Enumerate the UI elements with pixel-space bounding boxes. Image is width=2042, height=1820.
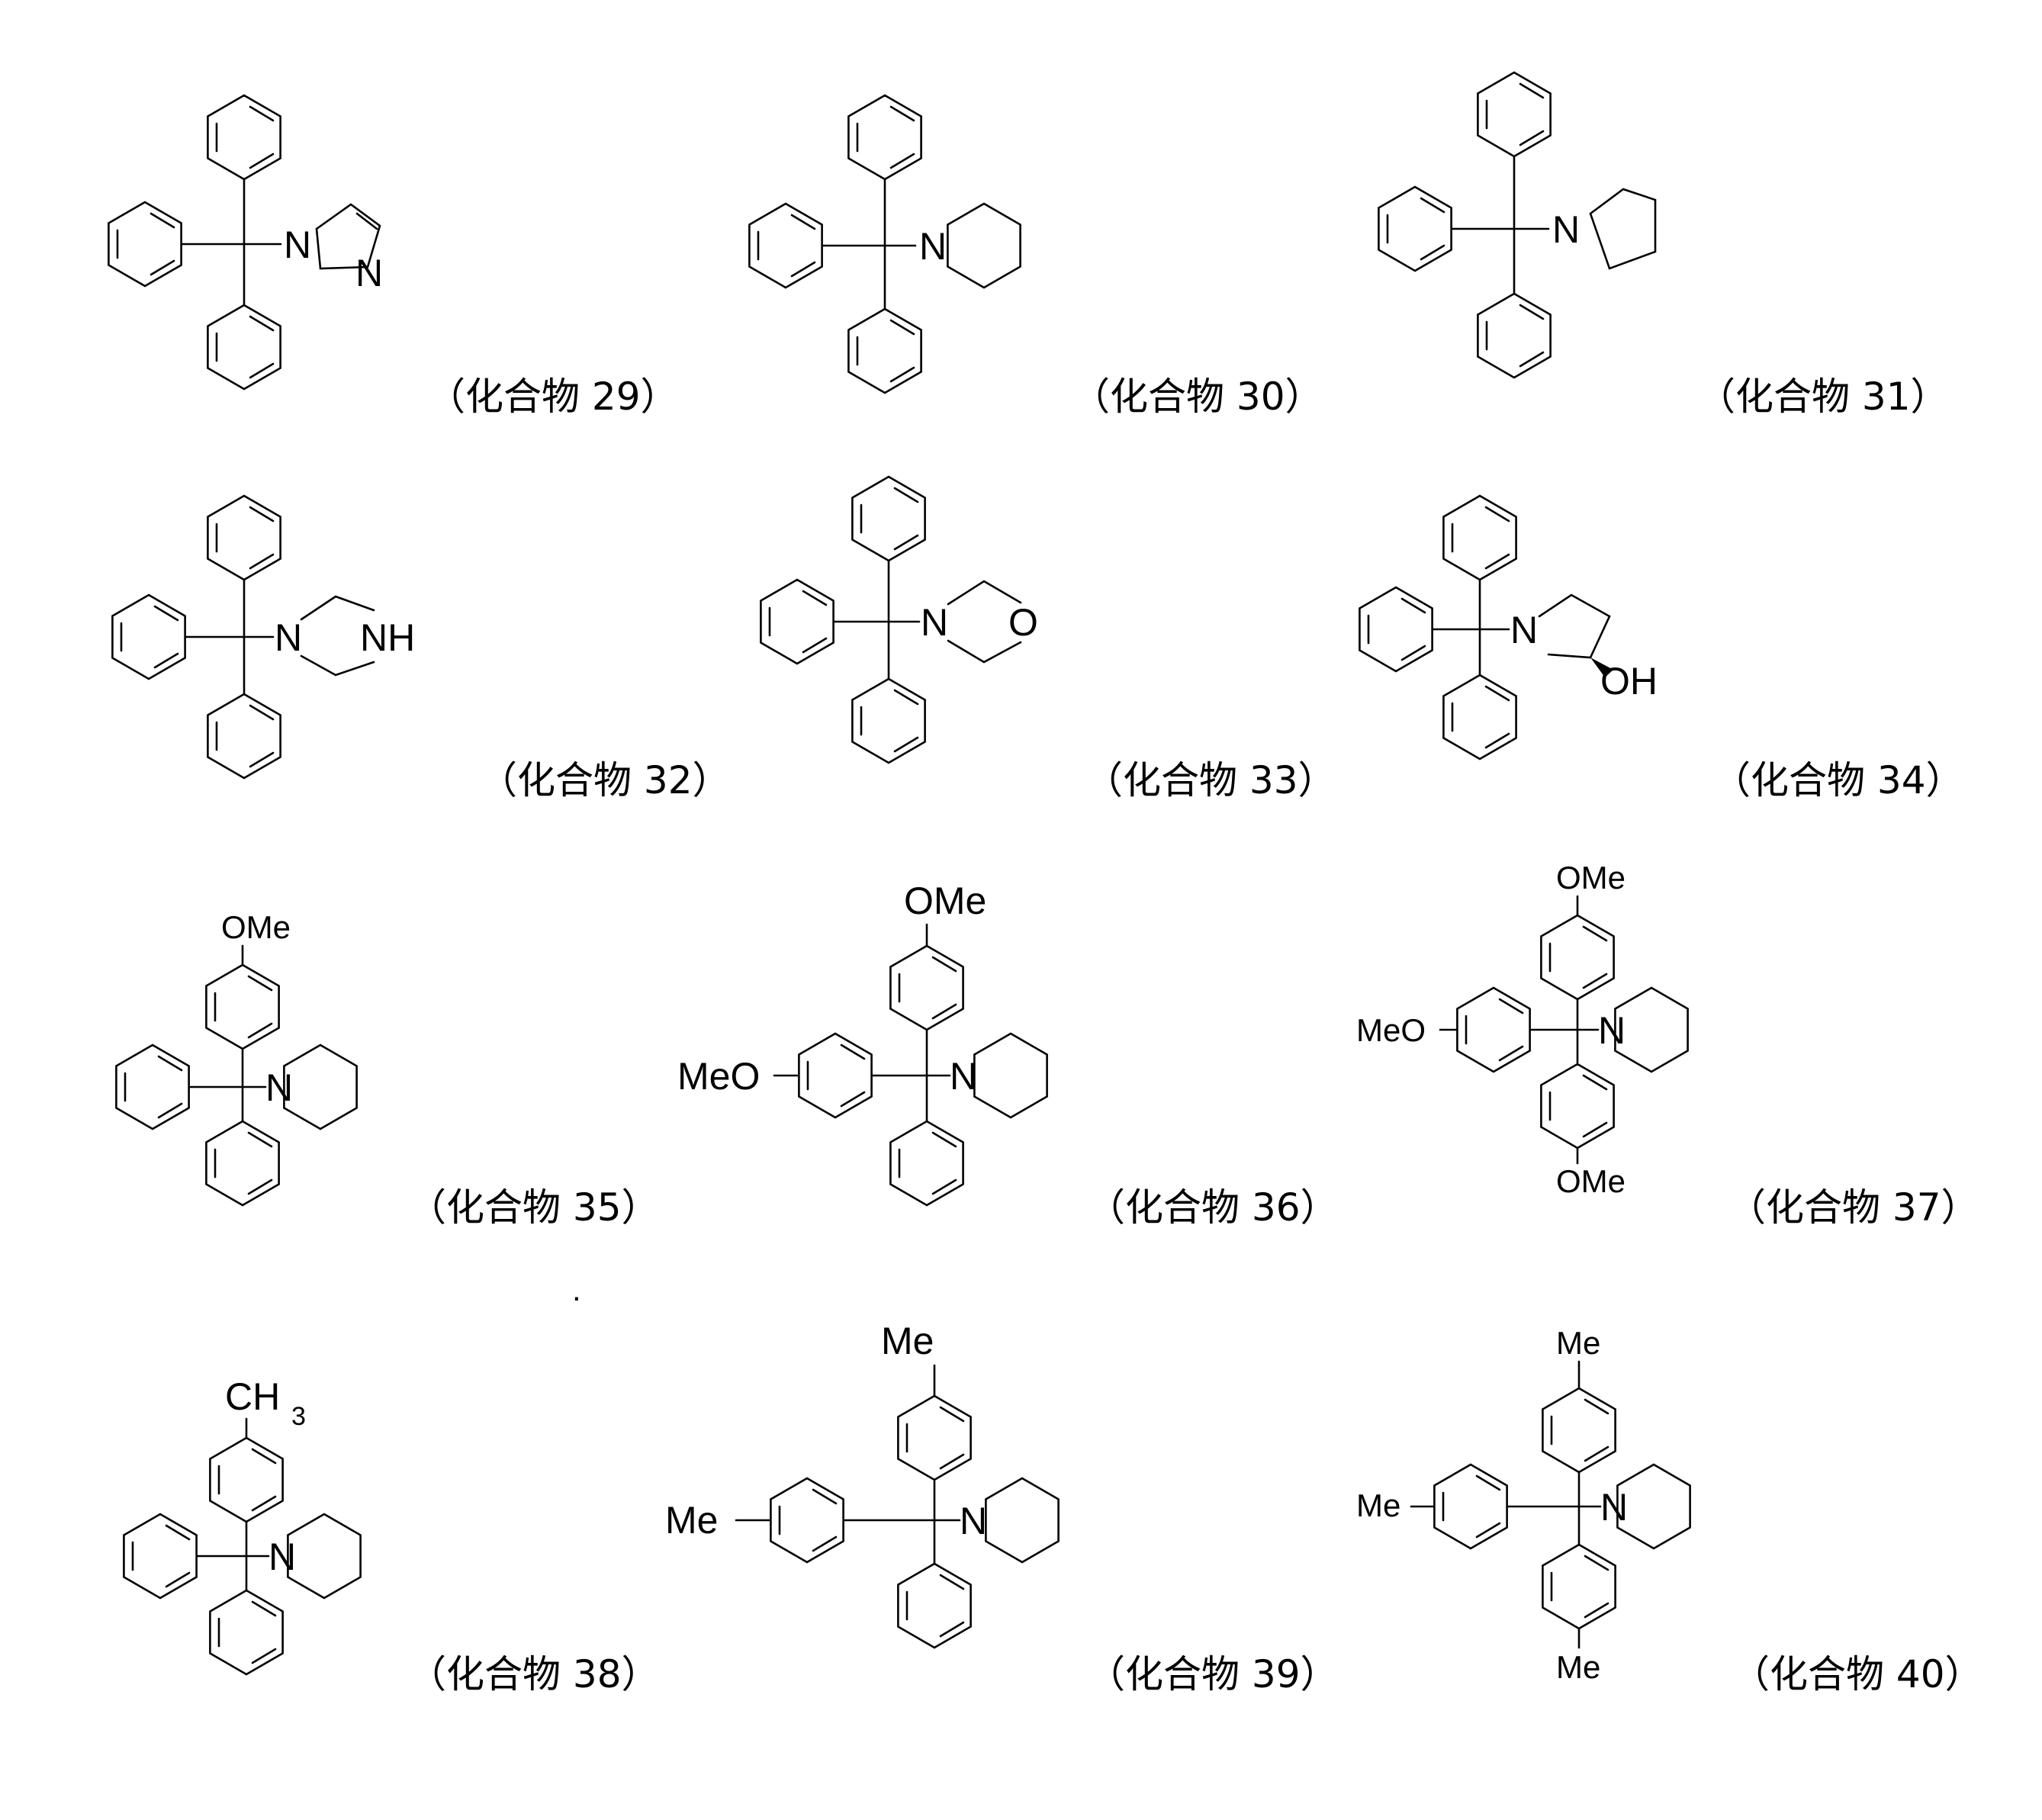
atom-n: N [919,225,947,268]
substituent-left: Me [1356,1487,1400,1523]
substituent-left: MeO [677,1055,760,1098]
atom-n: N [275,616,302,659]
compound-33: N O [761,477,1038,763]
caption-40: （化合物 40） [1732,1652,1983,1696]
compound-38: CH 3 N [124,1375,360,1674]
compound-35: OMe N [116,909,356,1205]
substituent-ch: CH [225,1375,280,1418]
substituent-top: Me [881,1320,934,1362]
atom-n: N [1552,208,1580,251]
compound-40: Me Me Me N [1356,1325,1690,1685]
caption-38: （化合物 38） [408,1652,660,1696]
atom-n: N [1598,1009,1626,1052]
atom-n: N [950,1055,977,1098]
caption-36: （化合物 36） [1087,1185,1339,1230]
substituent-subscript: 3 [291,1402,306,1431]
caption-39: （化合物 39） [1087,1652,1339,1696]
substituent-top: Me [1556,1325,1600,1361]
atom-n: N [265,1066,293,1109]
atom-n: N [269,1535,296,1578]
compound-29: N N [108,95,383,389]
atom-n: N [921,601,948,644]
compound-37: OMe MeO OMe N [1356,860,1688,1199]
stray-dot: . [572,1272,581,1307]
compound-31: N [1378,72,1655,378]
atom-n: N [960,1500,987,1542]
caption-34: （化合物 34） [1712,758,1964,802]
substituent-top: OMe [221,909,291,945]
caption-33: （化合物 33） [1085,758,1336,802]
substituent-top: OMe [1556,860,1626,896]
atom-n2: N [355,252,383,294]
caption-37: （化合物 37） [1728,1185,1979,1230]
substituent-left: MeO [1356,1012,1426,1048]
caption-32: （化合物 32） [479,758,731,802]
atom-nh: NH [360,616,415,659]
compound-30: N [749,95,1020,393]
caption-31: （化合物 31） [1697,375,1949,419]
compound-34: N OH [1359,496,1658,759]
caption-35: （化合物 35） [408,1185,660,1230]
atom-n: N [284,223,311,266]
atom-oh: OH [1600,660,1658,703]
atom-n: N [1510,609,1538,651]
substituent-left: Me [665,1499,718,1542]
caption-30: （化合物 30） [1072,375,1323,419]
atom-o: O [1008,601,1038,644]
caption-29: （化合物 29） [427,375,679,419]
substituent-bottom: OMe [1556,1163,1626,1199]
compound-32: N NH [112,496,415,778]
compound-39: Me Me N [665,1320,1059,1648]
atom-n: N [1600,1486,1628,1529]
substituent-top: OMe [904,879,986,922]
substituent-bottom: Me [1556,1649,1600,1685]
compound-36: OMe MeO N [677,879,1047,1205]
